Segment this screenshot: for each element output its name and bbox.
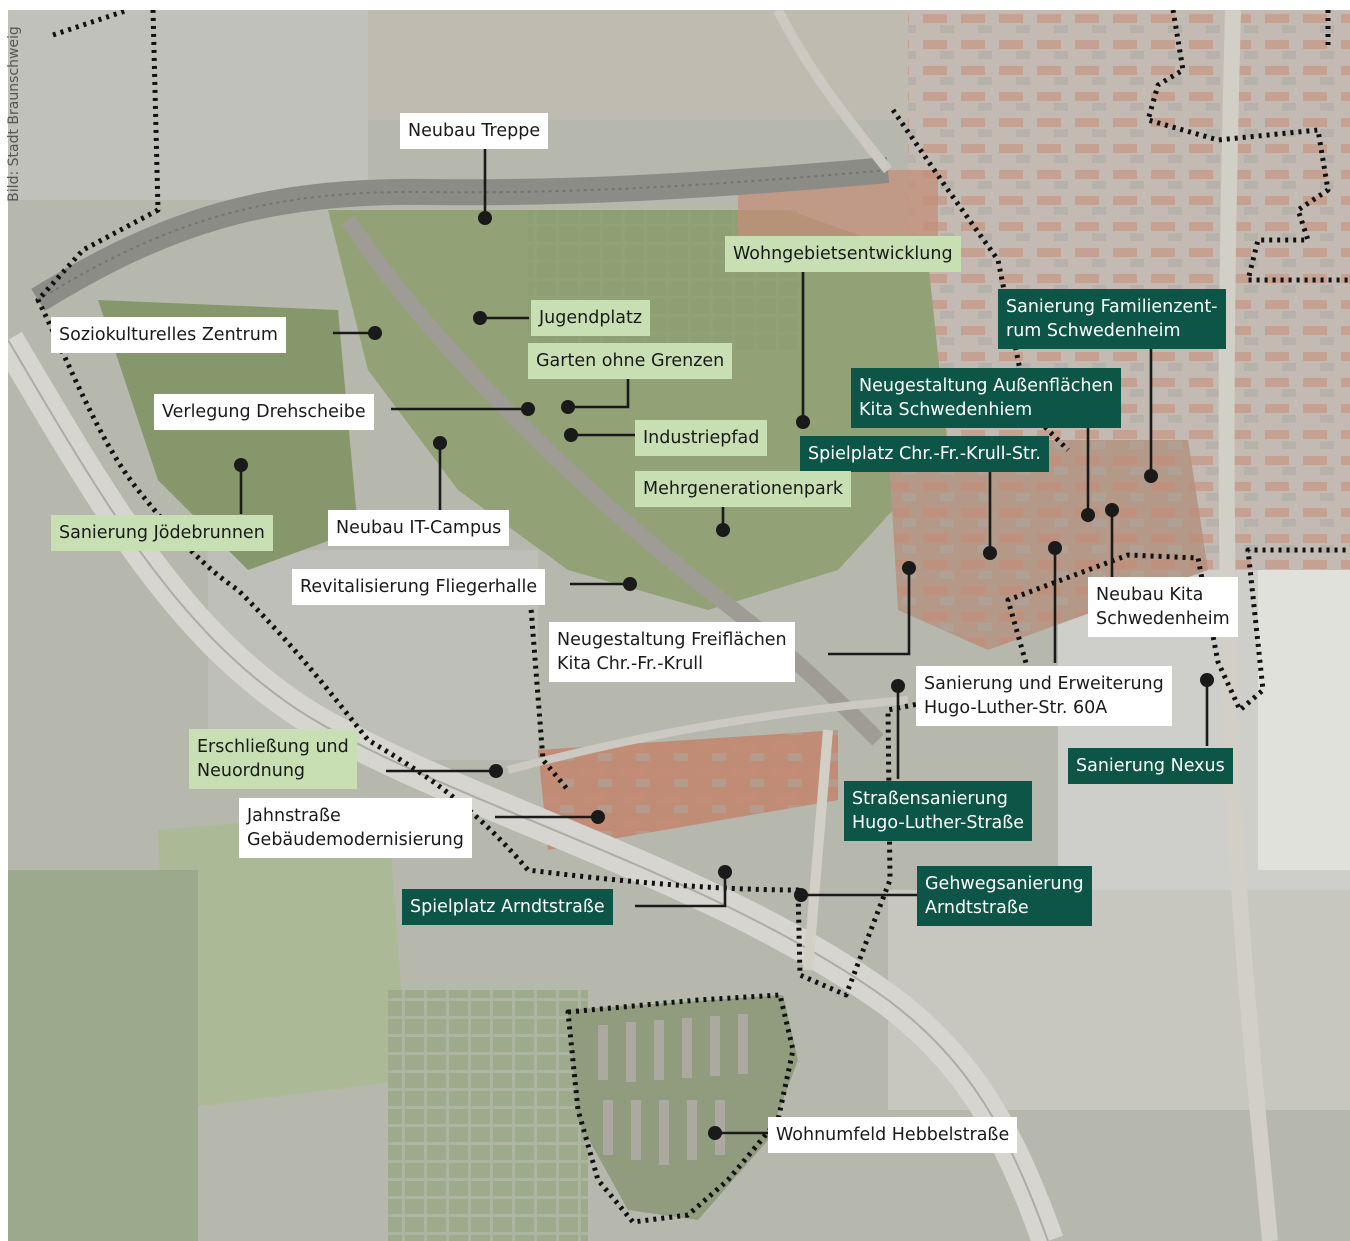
- forest-southwest: [8, 870, 198, 1241]
- label-jugendplatz: Jugendplatz: [531, 300, 651, 336]
- urban-area-northwest: [8, 10, 368, 200]
- label-neugestaltung-aussenflaechen: Neugestaltung Außenflächen Kita Schweden…: [851, 368, 1122, 428]
- label-erschliessung: Erschließung und Neuordnung: [189, 729, 357, 789]
- image-credit: Bild: Stadt Braunschweig: [6, 26, 22, 202]
- railway-diagonal: [341, 215, 884, 746]
- label-neubau-it-campus: Neubau IT-Campus: [328, 510, 510, 546]
- label-spielplatz-krull: Spielplatz Chr.-Fr.-Krull-Str.: [800, 436, 1049, 472]
- map-graphics: [8, 10, 1350, 1241]
- label-sanierung-nexus: Sanierung Nexus: [1068, 748, 1233, 784]
- aerial-map: Neubau Treppe Wohngebietsentwicklung San…: [8, 10, 1350, 1241]
- residential-jahnstrasse-roofs: [538, 730, 838, 850]
- hebbelstrasse-blocks: [598, 1014, 748, 1165]
- road-north-vertical: [773, 10, 892, 174]
- label-verlegung-drehscheibe: Verlegung Drehscheibe: [154, 394, 374, 430]
- label-neubau-kita: Neubau Kita Schwedenheim: [1088, 577, 1238, 637]
- label-garten-ohne-grenzen: Garten ohne Grenzen: [528, 343, 733, 379]
- road-hugo-luther: [506, 696, 909, 774]
- label-neubau-treppe: Neubau Treppe: [400, 113, 549, 149]
- road-east: [1218, 10, 1278, 1241]
- label-jahnstrasse: Jahnstraße Gebäudemodernisierung: [239, 798, 472, 858]
- label-wohngebietsentwicklung: Wohngebietsentwicklung: [725, 236, 961, 272]
- label-sanierung-erweiterung: Sanierung und Erweiterung Hugo-Luther-St…: [916, 666, 1172, 726]
- leader-lines: [239, 143, 1209, 1135]
- label-wohnumfeld: Wohnumfeld Hebbelstraße: [768, 1117, 1018, 1153]
- label-mehrgenerationenpark: Mehrgenerationenpark: [635, 471, 852, 507]
- railway-north-tracks: [37, 169, 889, 301]
- label-spielplatz-arndt: Spielplatz Arndtstraße: [402, 889, 613, 925]
- label-revitalisierung-fliegerhalle: Revitalisierung Fliegerhalle: [292, 569, 546, 605]
- label-strassensanierung: Straßensanierung Hugo-Luther-Straße: [844, 781, 1033, 841]
- label-industriepfad: Industriepfad: [635, 420, 768, 456]
- label-sanierung-familienzentrum: Sanierung Familienzent- rum Schwedenheim: [998, 289, 1226, 349]
- allotments-south-texture: [388, 990, 588, 1241]
- field-southwest: [158, 810, 408, 1110]
- road-arndtstrasse: [803, 729, 833, 971]
- park-west: [98, 300, 358, 570]
- industrial-building-east: [1258, 570, 1350, 870]
- label-gehwegsanierung: Gehwegsanierung Arndtstraße: [917, 866, 1092, 926]
- marker-dots: [234, 211, 1214, 1140]
- urban-area-north: [368, 10, 908, 120]
- highway-west-lines: [8, 339, 1049, 1241]
- label-soziokulturelles-zentrum: Soziokulturelles Zentrum: [51, 317, 286, 353]
- label-neugestaltung-freiflaechen: Neugestaltung Freiflächen Kita Chr.-Fr.-…: [549, 622, 795, 682]
- label-sanierung-joedebrunnen: Sanierung Jödebrunnen: [51, 515, 273, 551]
